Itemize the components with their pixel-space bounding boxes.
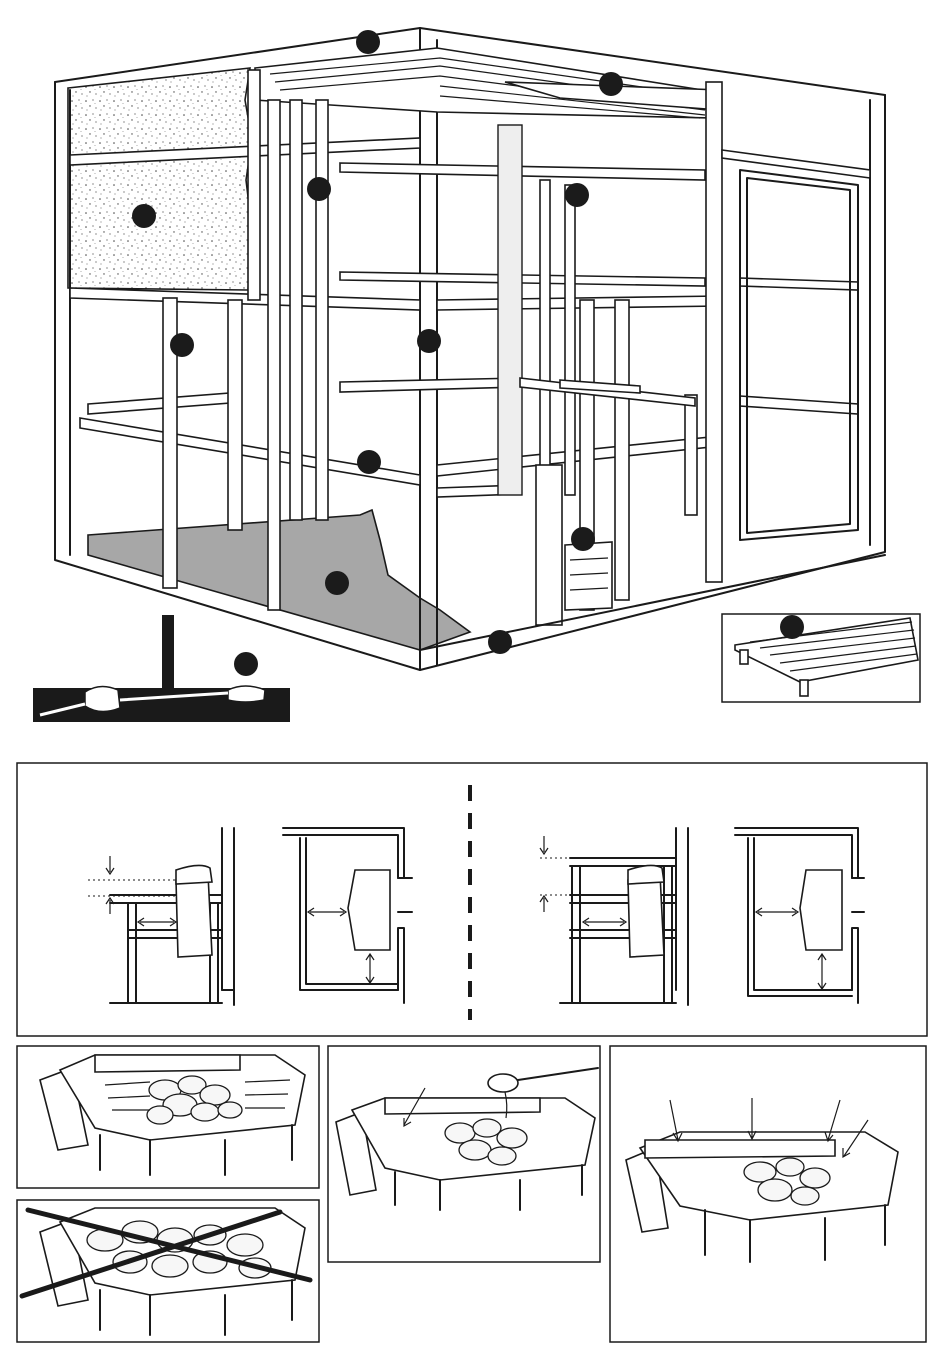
marker-12 [234, 652, 258, 676]
water-ladle-panel [328, 1046, 600, 1262]
duckboard-inset [722, 614, 920, 702]
insulation-panel [68, 68, 252, 290]
marker-4 [565, 183, 589, 207]
marker-13 [780, 615, 804, 639]
marker-6 [170, 333, 194, 357]
marker-5 [132, 204, 156, 228]
marker-9 [571, 527, 595, 551]
marker-10 [325, 571, 349, 595]
marker-8 [357, 450, 381, 474]
clearance-diagram-panel [17, 763, 927, 1036]
stones-correct-panel [17, 1046, 319, 1188]
marker-7 [417, 329, 441, 353]
stones-incorrect-panel [17, 1200, 319, 1342]
marker-1 [356, 30, 380, 54]
stone-compartments-panel [610, 1046, 926, 1342]
marker-3 [307, 177, 331, 201]
marker-2 [599, 72, 623, 96]
marker-11 [488, 630, 512, 654]
